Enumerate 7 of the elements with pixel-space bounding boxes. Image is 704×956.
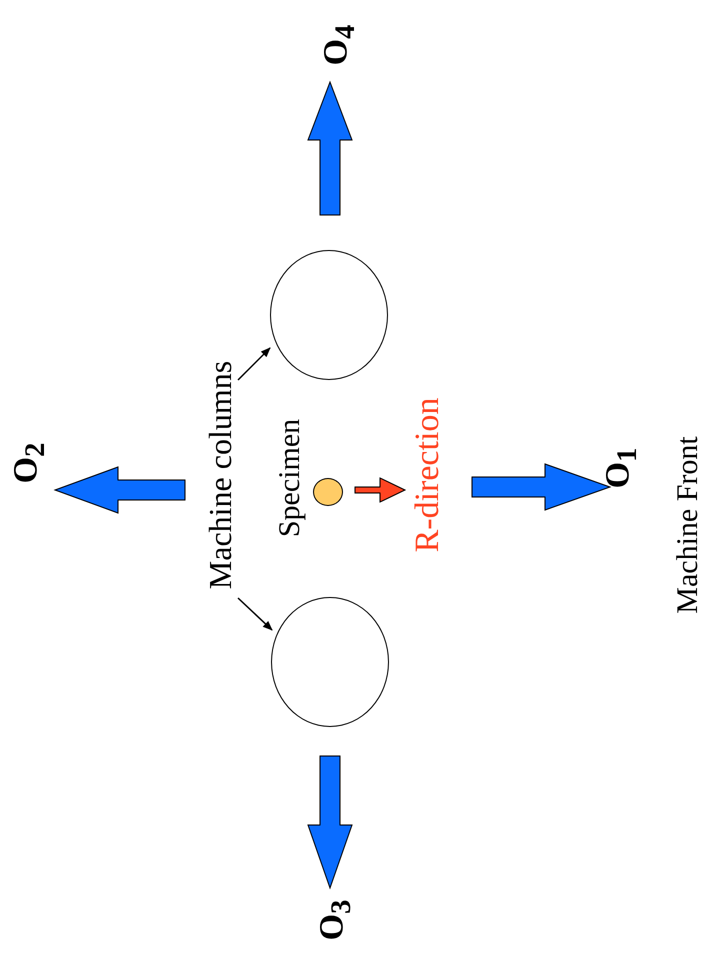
front-label: Machine Front [673,436,703,614]
specimen-label: Specimen [275,418,305,538]
leader-line [237,597,273,631]
column-label: Machine columns [204,360,236,590]
specimen-dot [313,478,343,506]
leader-line [237,347,271,381]
direction-label: R-direction [411,398,445,552]
